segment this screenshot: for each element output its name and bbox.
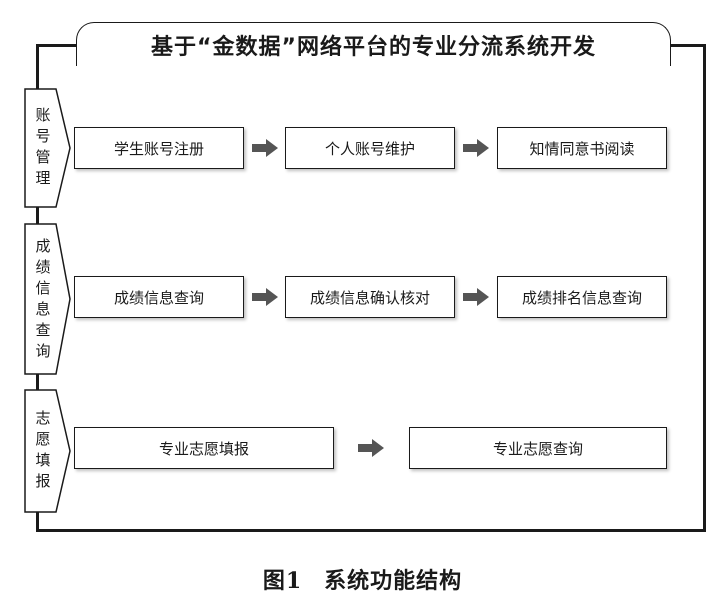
section-tab-volunteer: 志愿填报 [24, 389, 72, 513]
step-consent-read: 知情同意书阅读 [497, 127, 667, 169]
section-tab-shape [24, 223, 71, 375]
right-arrow-icon [358, 439, 384, 457]
step-label: 专业志愿查询 [492, 439, 583, 458]
section-tab-account: 账号管理 [24, 88, 72, 208]
section-tab-shape [24, 389, 71, 513]
step-label: 成绩信息确认核对 [309, 288, 430, 307]
step-grade-rank-query: 成绩排名信息查询 [497, 276, 667, 318]
figure-number: 图1 [262, 568, 303, 594]
section-label: 志愿填报 [35, 409, 51, 490]
section-label: 成绩信息查询 [35, 237, 51, 360]
step-account-maintain: 个人账号维护 [285, 127, 455, 169]
step-label: 专业志愿填报 [158, 439, 249, 458]
step-grade-verify: 成绩信息确认核对 [285, 276, 455, 318]
step-grade-query: 成绩信息查询 [74, 276, 244, 318]
step-major-query: 专业志愿查询 [409, 427, 667, 469]
title-text: 基于“金数据”网络平台的专业分流系统开发 [151, 34, 596, 60]
step-student-register: 学生账号注册 [74, 127, 244, 169]
right-arrow-icon [463, 288, 489, 306]
step-label: 成绩信息查询 [113, 288, 204, 307]
right-arrow-icon [463, 139, 489, 157]
step-label: 学生账号注册 [113, 139, 204, 158]
section-tab-grades: 成绩信息查询 [24, 223, 72, 375]
diagram-title: 基于“金数据”网络平台的专业分流系统开发 [76, 22, 671, 66]
right-arrow-icon [252, 139, 278, 157]
figure-caption-text: 系统功能结构 [324, 568, 463, 594]
figure-caption: 图1 系统功能结构 [0, 563, 725, 595]
step-major-fill: 专业志愿填报 [74, 427, 334, 469]
step-label: 知情同意书阅读 [529, 139, 635, 158]
right-arrow-icon [252, 288, 278, 306]
section-label: 账号管理 [35, 106, 51, 187]
step-label: 个人账号维护 [324, 139, 415, 158]
section-tab-shape [24, 88, 71, 208]
step-label: 成绩排名信息查询 [521, 288, 642, 307]
